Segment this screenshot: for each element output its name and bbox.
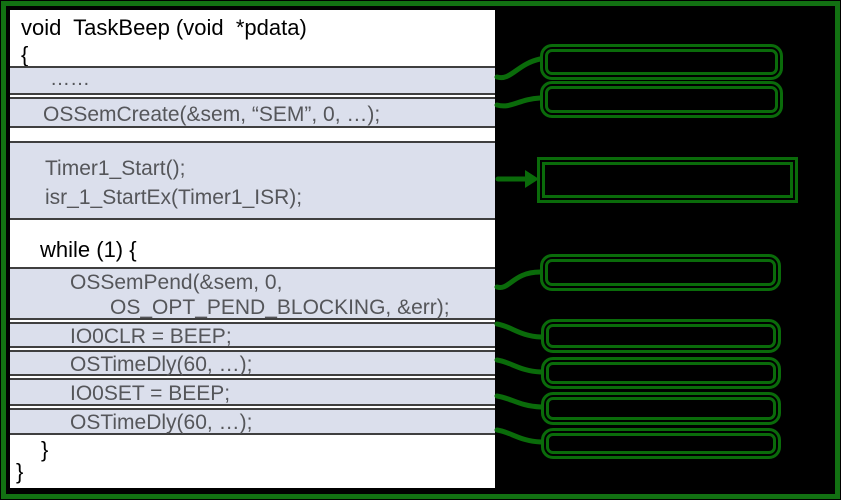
highlight-block-sempend: OSSemPend(&sem, 0, OS_OPT_PEND_BLOCKING,…	[10, 267, 495, 320]
while-loop-text: while (1) {	[40, 237, 137, 262]
semcreate-text: OSSemCreate(&sem, “SEM”, 0, …);	[43, 103, 381, 126]
highlight-row-timedly-1: OSTimeDly(60, …);	[10, 350, 495, 376]
sempend-line1-text: OSSemPend(&sem, 0,	[70, 271, 283, 294]
callout-box-timedly-1	[541, 357, 781, 389]
while-close-brace: }	[41, 437, 49, 462]
function-close-brace: }	[16, 459, 24, 484]
timer-start-text: Timer1_Start();	[45, 157, 186, 180]
highlight-row-ioset: IO0SET = BEEP;	[10, 378, 495, 406]
sempend-line2-text: OS_OPT_PEND_BLOCKING, &err);	[110, 296, 450, 319]
callout-box-ioclr	[541, 319, 781, 353]
highlight-row-timedly-2: OSTimeDly(60, …);	[10, 408, 495, 435]
callout-box-timedly-2	[541, 428, 781, 459]
highlight-row-ioclr: IO0CLR = BEEP;	[10, 322, 495, 348]
code-panel: void TaskBeep (void *pdata) { …… OSSemCr…	[8, 8, 497, 490]
callout-box-ioset	[541, 392, 781, 425]
function-signature: void TaskBeep (void *pdata)	[21, 15, 307, 40]
callout-box-ellipsis	[540, 44, 783, 80]
function-open-brace: {	[21, 42, 29, 67]
highlight-row-ellipsis: ……	[10, 66, 495, 95]
ioset-text: IO0SET = BEEP;	[70, 382, 231, 405]
highlight-row-semcreate: OSSemCreate(&sem, “SEM”, 0, …);	[10, 97, 495, 128]
callout-box-semcreate	[540, 81, 783, 118]
callout-box-timer	[537, 157, 798, 203]
ellipsis-text: ……	[50, 68, 90, 90]
highlight-block-timer: Timer1_Start(); isr_1_StartEx(Timer1_ISR…	[10, 141, 495, 220]
timedly-2-text: OSTimeDly(60, …);	[70, 411, 253, 434]
ioclr-text: IO0CLR = BEEP;	[70, 325, 232, 348]
callout-box-sempend	[540, 254, 781, 291]
isr-startex-text: isr_1_StartEx(Timer1_ISR);	[45, 186, 303, 209]
timedly-1-text: OSTimeDly(60, …);	[70, 353, 253, 376]
